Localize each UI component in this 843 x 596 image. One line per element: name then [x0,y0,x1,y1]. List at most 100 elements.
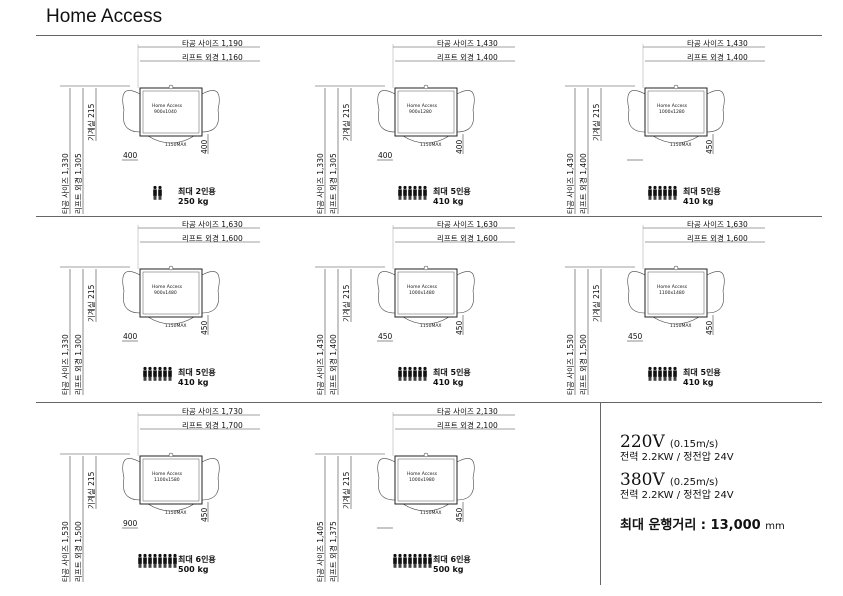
max-travel-unit: mm [765,521,785,532]
lift-width-label: 리프트 외경 1,600 [687,233,748,243]
cabin-inner [647,271,705,315]
machine-room-label: 기계실 215 [341,103,351,141]
door-swing-bottom [652,316,700,325]
door-swing-left [122,90,141,133]
ceiling-light-icon [673,84,679,90]
lift-depth-label: 리프트 외경 1,400 [328,334,338,395]
capacity-label: 최대 6인용 [178,554,216,564]
door-swing-bottom [402,316,450,325]
person-icon [168,553,172,568]
shaft-depth-label: 타공 사이즈 1,330 [60,153,70,214]
shaft-width-label: 타공 사이즈 1,630 [687,219,748,229]
load-label: 410 kg [178,378,209,387]
lift-width-label: 리프트 외경 1,600 [437,233,498,243]
left-clearance-label: 450 [628,332,643,341]
cabin-size-label: 1000x1980 [409,477,435,483]
door-mark-label: 1150MAX [420,323,442,329]
door-swing-bottom [402,135,450,144]
person-icon [408,366,412,381]
lift-depth-label: 리프트 외경 1,500 [578,334,588,395]
cabin-size-label: 1100x1580 [154,477,180,483]
person-icon [418,185,422,200]
cabin-size-label: 1000x1280 [659,109,685,115]
person-icon [393,553,397,568]
capacity-label: 최대 6인용 [433,554,471,564]
capacity-label: 최대 5인용 [178,367,216,377]
right-clearance-label: 400 [455,139,464,154]
load-label: 410 kg [433,378,464,387]
cabin-inner [647,90,705,134]
door-mark-label: 1150MAX [165,323,187,329]
cabin-inner [397,458,455,502]
person-icon [418,553,422,568]
cabin-brand-label: Home Access [152,284,183,290]
lift-width-label: 리프트 외경 1,400 [687,52,748,62]
door-swing-bottom [147,503,195,512]
shaft-depth-label: 타공 사이즈 1,330 [60,334,70,395]
person-icon [673,366,677,381]
capacity-label: 최대 5인용 [683,186,721,196]
right-clearance-label: 450 [200,320,209,335]
person-icon [148,366,152,381]
door-swing-left [377,271,396,314]
lift-depth-label: 리프트 외경 1,400 [578,153,588,214]
capacity-label: 최대 5인용 [433,367,471,377]
person-icon [658,366,662,381]
person-icon [648,366,652,381]
person-icon [138,553,142,568]
person-icon [163,366,167,381]
person-icon [173,553,177,568]
load-label: 250 kg [178,197,209,206]
person-icon [663,185,667,200]
person-icon [658,185,662,200]
cabin-size-label: 900x1040 [154,109,177,115]
door-swing-left [377,458,396,501]
cabin-outline [139,268,203,318]
speed-380: (0.25m/s) [669,477,719,488]
power-380: 전력 2.2KW / 정전압 24V [620,490,734,501]
machine-room-label: 기계실 215 [341,284,351,322]
person-icon [663,366,667,381]
cabin-brand-label: Home Access [407,284,438,290]
lift-width-label: 리프트 외경 2,100 [437,420,498,430]
ceiling-light-icon [423,452,429,458]
lift-depth-label: 리프트 외경 1,300 [73,334,83,395]
shaft-depth-label: 타공 사이즈 1,405 [315,521,325,582]
header-rule [36,35,822,36]
lift-depth-label: 리프트 외경 1,500 [73,521,83,582]
left-clearance-label: 450 [378,332,393,341]
machine-room-label: 기계실 215 [591,284,601,322]
door-swing-right [201,458,220,501]
shaft-width-label: 타공 사이즈 2,130 [437,406,498,416]
person-icon [398,185,402,200]
load-label: 410 kg [433,197,464,206]
cabin-size-label: 900x1480 [154,290,177,296]
person-icon [403,185,407,200]
load-label: 410 kg [683,378,714,387]
speed-220: (0.15m/s) [669,439,719,450]
door-swing-right [706,271,725,314]
cabin-inner [142,90,200,134]
door-swing-right [201,271,220,314]
person-icon [153,553,157,568]
door-swing-right [706,90,725,133]
person-icon [668,366,672,381]
cabin-outline [394,455,458,505]
person-icon [148,553,152,568]
shaft-depth-label: 타공 사이즈 1,430 [565,153,575,214]
machine-room-label: 기계실 215 [86,284,96,322]
door-swing-bottom [147,316,195,325]
door-mark-label: 1150MAX [165,510,187,516]
cabin-brand-label: Home Access [407,103,438,109]
person-icon [163,553,167,568]
person-icon [668,185,672,200]
cabin-size-label: 900x1280 [409,109,432,115]
